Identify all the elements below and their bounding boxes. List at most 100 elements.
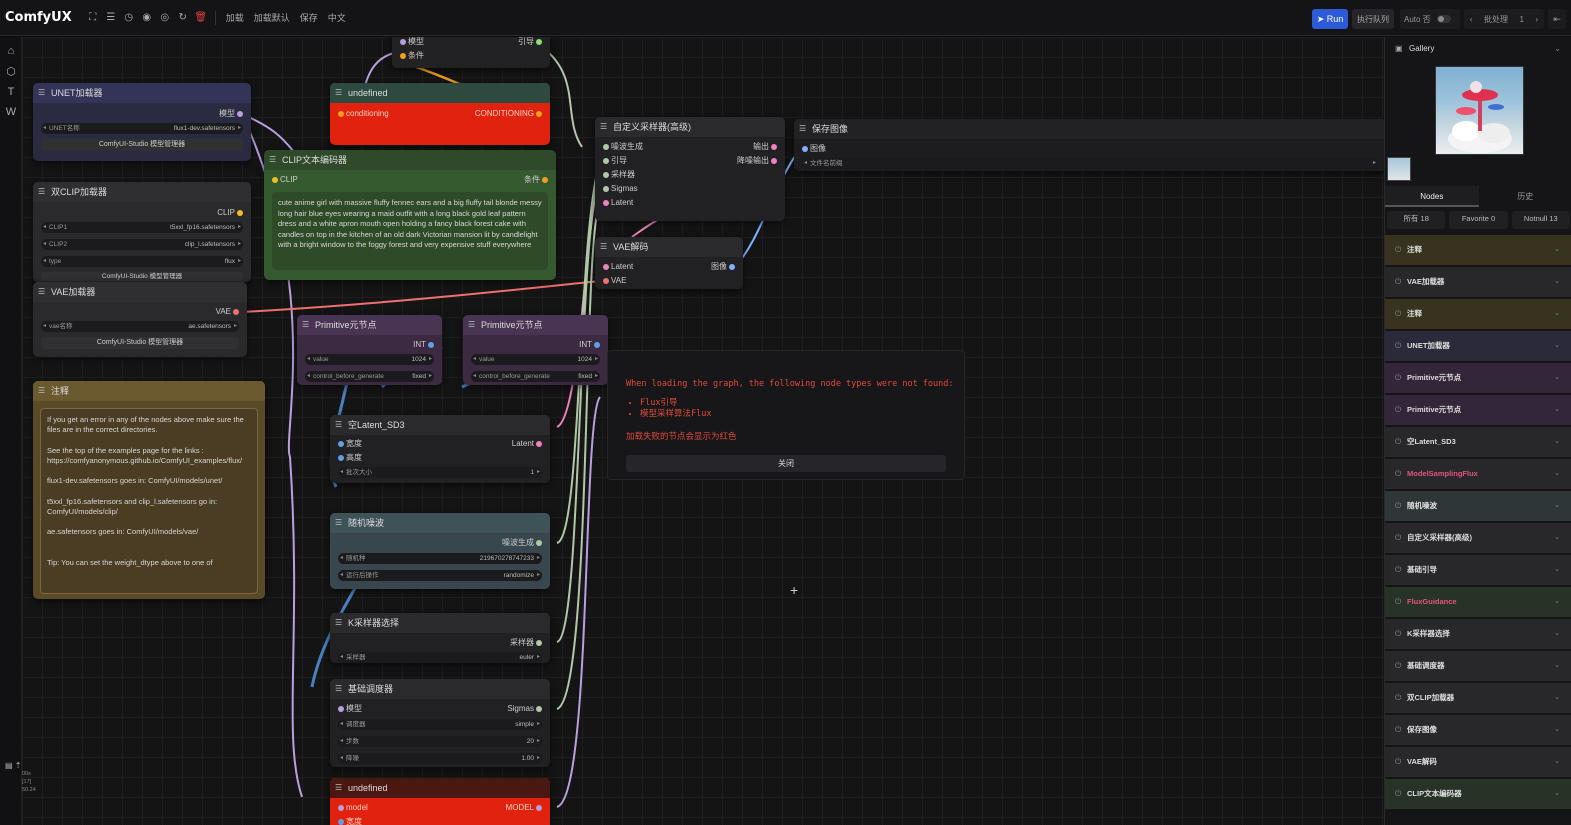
input-port[interactable]: 宽度 xyxy=(338,816,362,825)
input-port[interactable]: 引导 xyxy=(603,155,627,167)
node-title[interactable]: undefined xyxy=(330,778,550,798)
power-icon[interactable]: ⏻ xyxy=(1395,437,1402,446)
trash-icon[interactable]: 🗑 xyxy=(194,12,208,23)
port-dot[interactable] xyxy=(338,441,344,447)
port-dot[interactable] xyxy=(536,805,542,811)
port-dot[interactable] xyxy=(536,706,542,712)
input-port[interactable]: 模型 xyxy=(400,37,424,48)
power-icon[interactable]: ⏻ xyxy=(1395,277,1402,286)
node-note[interactable]: 注释 If you get an error in any of the nod… xyxy=(33,381,265,599)
input-port[interactable]: 采样器 xyxy=(603,169,635,181)
input-port[interactable]: model xyxy=(338,802,368,814)
output-port[interactable]: INT xyxy=(413,339,434,351)
widget-filename-prefix[interactable]: 文件名前缀 xyxy=(802,158,1378,169)
port-dot[interactable] xyxy=(237,111,243,117)
fit-icon[interactable]: ⛶ xyxy=(89,12,97,23)
node-list-item[interactable]: ⏻随机噪波⌄ xyxy=(1385,491,1571,521)
node-list-item[interactable]: ⏻K采样器选择⌄ xyxy=(1385,619,1571,649)
port-dot[interactable] xyxy=(237,210,243,216)
node-list-item[interactable]: ⏻注释⌄ xyxy=(1385,299,1571,329)
port-dot[interactable] xyxy=(771,158,777,164)
chevron-down-icon[interactable]: ⌄ xyxy=(1554,534,1560,541)
power-icon[interactable]: ⏻ xyxy=(1395,501,1402,510)
power-icon[interactable]: ⏻ xyxy=(1395,597,1402,606)
node-title[interactable]: 空Latent_SD3 xyxy=(330,415,550,435)
gallery-thumbnail[interactable] xyxy=(1387,157,1411,181)
chevron-down-icon[interactable]: ⌄ xyxy=(1554,246,1560,253)
port-dot[interactable] xyxy=(338,111,344,117)
chevron-right-icon[interactable]: › xyxy=(1535,14,1539,24)
power-icon[interactable]: ⏻ xyxy=(1395,629,1402,638)
input-port[interactable]: 高度 xyxy=(338,452,362,464)
port-dot[interactable] xyxy=(802,146,808,152)
w-icon[interactable]: W xyxy=(5,106,17,118)
output-port[interactable]: 模型 xyxy=(219,108,243,120)
node-title[interactable]: 保存图像 xyxy=(794,119,1384,139)
node-title[interactable]: 自定义采样器(高级) xyxy=(595,117,785,137)
chevron-down-icon[interactable]: ⌄ xyxy=(1554,662,1560,669)
power-icon[interactable]: ⏻ xyxy=(1395,245,1402,254)
chevron-down-icon[interactable]: ⌄ xyxy=(1554,694,1560,701)
node-list-item[interactable]: ⏻CLIP文本编码器⌄ xyxy=(1385,779,1571,809)
close-button[interactable]: 关闭 xyxy=(626,455,946,472)
power-icon[interactable]: ⏻ xyxy=(1395,405,1402,414)
input-port[interactable]: VAE xyxy=(603,275,626,287)
output-port[interactable]: Latent xyxy=(512,438,542,450)
output-port[interactable]: 噪波生成 xyxy=(502,537,542,549)
port-dot[interactable] xyxy=(536,640,542,646)
node-vae-decode[interactable]: VAE解码 Latent VAE 图像 xyxy=(595,237,743,289)
port-dot[interactable] xyxy=(603,144,609,150)
chevron-down-icon[interactable]: ⌄ xyxy=(1554,278,1560,285)
chevron-down-icon[interactable]: ⌄ xyxy=(1554,566,1560,573)
bottom-icons[interactable]: ▤ ⇡ xyxy=(5,761,22,770)
input-port[interactable]: conditioning xyxy=(338,108,389,120)
port-dot[interactable] xyxy=(603,172,609,178)
output-port[interactable]: MODEL xyxy=(506,802,542,814)
output-port[interactable]: 引导 xyxy=(518,37,542,48)
gallery-header[interactable]: ▣ Gallery ⌄ xyxy=(1385,37,1571,61)
gallery-preview-image[interactable] xyxy=(1435,66,1524,155)
node-title[interactable]: K采样器选择 xyxy=(330,613,550,633)
port-dot[interactable] xyxy=(771,144,777,150)
power-icon[interactable]: ⏻ xyxy=(1395,469,1402,478)
power-icon[interactable]: ⏻ xyxy=(1395,373,1402,382)
chevron-down-icon[interactable]: ⌄ xyxy=(1554,44,1561,53)
input-port[interactable]: 模型 xyxy=(338,703,362,715)
queue-button[interactable]: 执行队列 xyxy=(1352,9,1394,29)
toggle-switch[interactable] xyxy=(1436,15,1451,23)
input-port[interactable]: Latent xyxy=(603,261,633,273)
port-dot[interactable] xyxy=(729,264,735,270)
expand-panel-icon[interactable]: ⇤ xyxy=(1548,9,1566,29)
power-icon[interactable]: ⏻ xyxy=(1395,309,1402,318)
model-manager-button[interactable]: ComfyUI-Studio 模型管理器 xyxy=(41,337,239,349)
node-list-item[interactable]: ⏻FluxGuidance⌄ xyxy=(1385,587,1571,617)
input-port[interactable]: Latent xyxy=(603,197,633,209)
node-title[interactable]: CLIP文本编码器 xyxy=(264,150,556,170)
eye-icon[interactable]: ◎ xyxy=(160,12,170,23)
output-port[interactable]: 输出 xyxy=(753,141,777,153)
chevron-down-icon[interactable]: ⌄ xyxy=(1554,790,1560,797)
power-icon[interactable]: ⏻ xyxy=(1395,341,1402,350)
node-title[interactable]: VAE加载器 xyxy=(33,282,247,302)
power-icon[interactable]: ⏻ xyxy=(1395,789,1402,798)
model-manager-button[interactable]: ComfyUI-Studio 模型管理器 xyxy=(41,272,243,281)
node-list-item[interactable]: ⏻空Latent_SD3⌄ xyxy=(1385,427,1571,457)
output-port[interactable]: CONDITIONING xyxy=(475,108,542,120)
target-icon[interactable]: ◉ xyxy=(142,12,152,23)
node-list-item[interactable]: ⏻自定义采样器(高级)⌄ xyxy=(1385,523,1571,553)
chevron-down-icon[interactable]: ⌄ xyxy=(1554,342,1560,349)
node-undefined-conditioning[interactable]: undefined conditioning CONDITIONING xyxy=(330,83,550,145)
port-dot[interactable] xyxy=(428,342,434,348)
port-dot[interactable] xyxy=(338,455,344,461)
node-list-item[interactable]: ⏻基础调度器⌄ xyxy=(1385,651,1571,681)
node-title[interactable]: Primitive元节点 xyxy=(463,315,608,335)
